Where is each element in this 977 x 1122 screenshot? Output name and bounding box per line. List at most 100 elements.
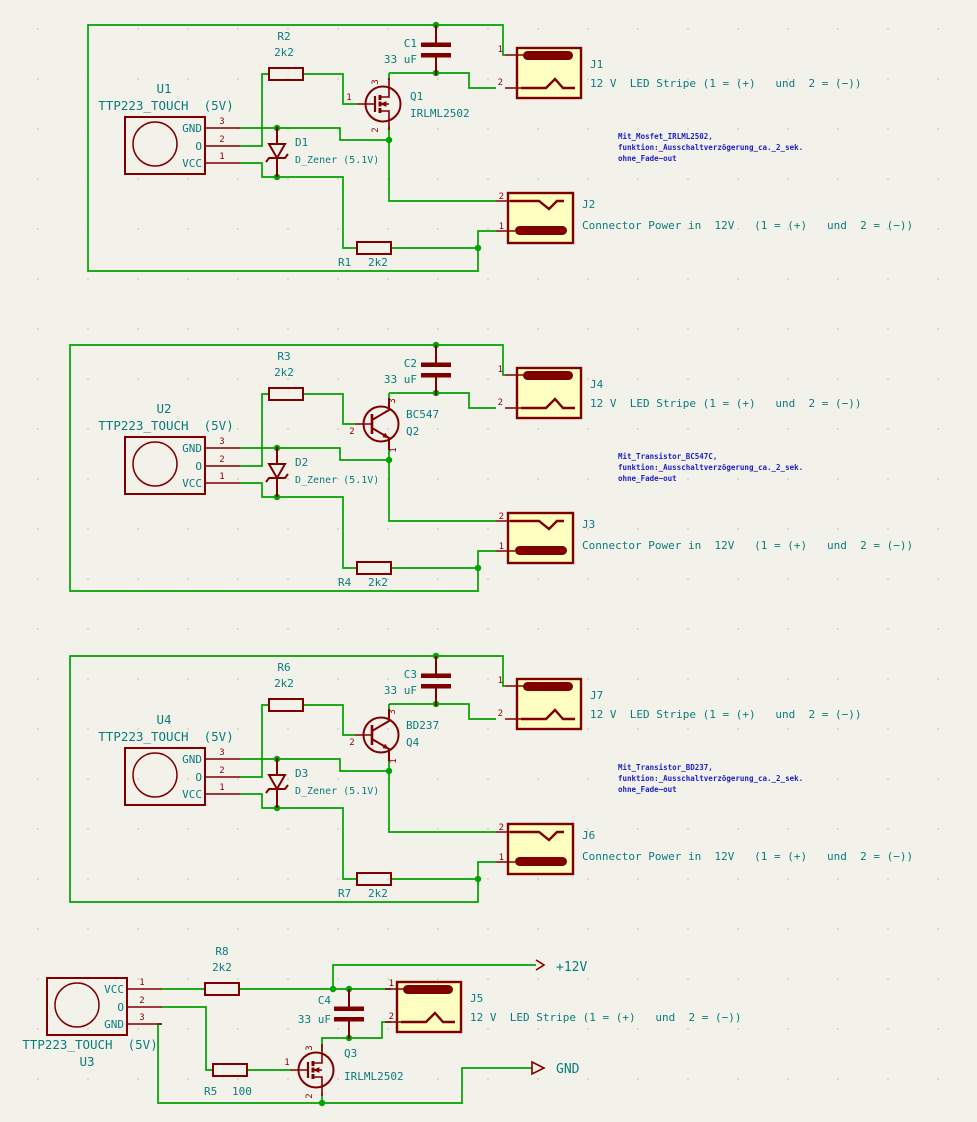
- pin-number: 3: [388, 398, 398, 403]
- wire[interactable]: [87, 24, 505, 272]
- capacitor-ref: C4: [318, 994, 332, 1007]
- connector-desc[interactable]: 12 V LED Stripe (1 = (+) und 2 = (−)): [470, 1011, 742, 1024]
- resistor-value: 2k2: [212, 961, 232, 974]
- circuit-2-bc547: U2 TTP223_TOUCH (5V) 3 2 1 GND O VCC R3 …: [69, 341, 913, 592]
- transistor-ref: Q4: [406, 736, 420, 749]
- wire[interactable]: [69, 344, 505, 592]
- pin-number: 2: [499, 823, 504, 833]
- pin-number: 3: [219, 437, 224, 447]
- ic-ref: U2: [156, 401, 171, 416]
- pin-number: 1: [498, 676, 503, 686]
- connector-J5[interactable]: [383, 980, 463, 1034]
- connector-desc[interactable]: Connector Power in 12V (1 = (+) und 2 = …: [582, 539, 913, 552]
- connector-desc[interactable]: 12 V LED Stripe (1 = (+) und 2 = (−)): [590, 77, 862, 90]
- mosfet-Q3[interactable]: [288, 1042, 335, 1098]
- pin-name: O: [195, 140, 202, 153]
- pin-name: O: [195, 771, 202, 784]
- resistor-R3[interactable]: [268, 387, 304, 401]
- pin-number: 3: [219, 748, 224, 758]
- connector-J4[interactable]: [503, 366, 583, 420]
- capacitor-value: 33 uF: [384, 373, 417, 386]
- power-label-12v[interactable]: +12V: [556, 960, 587, 975]
- note-text[interactable]: funktion:_Ausschaltverzögerung_ca._2_sek…: [618, 463, 803, 472]
- note-text[interactable]: Mit_Transistor_BC547C,: [618, 452, 717, 461]
- connector-desc[interactable]: 12 V LED Stripe (1 = (+) und 2 = (−)): [590, 397, 862, 410]
- junction-dot: [474, 244, 482, 252]
- pin-number: 3: [371, 79, 381, 84]
- capacitor-C3[interactable]: [420, 655, 452, 707]
- note-text[interactable]: funktion:_Ausschaltverzögerung_ca._2_sek…: [618, 143, 803, 152]
- note-text[interactable]: Mit_Transistor_BD237,: [618, 763, 713, 772]
- wire[interactable]: [240, 73, 357, 147]
- wire[interactable]: [240, 482, 478, 569]
- pin-number: 1: [284, 1058, 289, 1068]
- pin-number: 2: [349, 738, 354, 748]
- capacitor-value: 33 uF: [384, 53, 417, 66]
- note-text[interactable]: Mit_Mosfet_IRLML2502,: [618, 132, 713, 141]
- transistor-Q2[interactable]: [353, 396, 400, 452]
- mosfet-Q1[interactable]: [355, 76, 402, 132]
- note-text[interactable]: ohne_Fade−out: [618, 785, 677, 794]
- wire[interactable]: [388, 392, 496, 409]
- pin-number: 1: [389, 447, 399, 452]
- resistor-R1[interactable]: [356, 241, 392, 255]
- wire[interactable]: [240, 704, 355, 778]
- pin-name: VCC: [182, 157, 202, 170]
- diode-value: D_Zener (5.1V): [295, 786, 379, 797]
- resistor-R2[interactable]: [268, 67, 304, 81]
- resistor-ref: R6: [277, 661, 290, 674]
- capacitor-C1[interactable]: [420, 24, 452, 76]
- zener-diode-D3[interactable]: [265, 757, 289, 809]
- note-text[interactable]: ohne_Fade−out: [618, 474, 677, 483]
- capacitor-ref: C1: [404, 37, 417, 50]
- capacitor-C4[interactable]: [333, 988, 365, 1040]
- wire[interactable]: [332, 964, 536, 989]
- connector-J3[interactable]: [494, 511, 575, 565]
- connector-desc[interactable]: Connector Power in 12V (1 = (+) und 2 = …: [582, 219, 913, 232]
- resistor-R8[interactable]: [204, 982, 240, 996]
- resistor-R4[interactable]: [356, 561, 392, 575]
- pin-number: 2: [219, 766, 224, 776]
- connector-ref: J6: [582, 829, 595, 842]
- pin-name: O: [117, 1001, 124, 1014]
- zener-diode-D1[interactable]: [265, 126, 289, 178]
- resistor-ref: R2: [277, 30, 290, 43]
- resistor-ref: R1: [338, 256, 351, 269]
- ic-value: TTP223_TOUCH (5V): [98, 729, 233, 744]
- wire[interactable]: [388, 703, 496, 720]
- connector-J6[interactable]: [494, 822, 575, 876]
- connector-desc[interactable]: Connector Power in 12V (1 = (+) und 2 = …: [582, 850, 913, 863]
- wire[interactable]: [162, 1006, 290, 1071]
- pin-number: 1: [219, 783, 224, 793]
- connector-desc[interactable]: 12 V LED Stripe (1 = (+) und 2 = (−)): [590, 708, 862, 721]
- ic-value: TTP223_TOUCH (5V): [22, 1037, 157, 1052]
- note-text[interactable]: funktion:_Ausschaltverzögerung_ca._2_sek…: [618, 774, 803, 783]
- wire[interactable]: [240, 793, 478, 880]
- resistor-value: 2k2: [368, 576, 388, 589]
- transistor-value: BC547: [406, 408, 439, 421]
- resistor-R7[interactable]: [356, 872, 392, 886]
- capacitor-value: 33 uF: [384, 684, 417, 697]
- junction-dot: [385, 767, 393, 775]
- wire[interactable]: [240, 393, 355, 467]
- capacitor-ref: C3: [404, 668, 417, 681]
- wire[interactable]: [69, 655, 505, 903]
- pin-number: 3: [388, 709, 398, 714]
- capacitor-C2[interactable]: [420, 344, 452, 396]
- zener-diode-D2[interactable]: [265, 446, 289, 498]
- connector-J7[interactable]: [503, 677, 583, 731]
- pin-name: VCC: [182, 788, 202, 801]
- connector-J2[interactable]: [494, 191, 575, 245]
- note-text[interactable]: ohne_Fade−out: [618, 154, 677, 163]
- wire[interactable]: [240, 162, 478, 249]
- resistor-R6[interactable]: [268, 698, 304, 712]
- junction-dot: [318, 1099, 326, 1107]
- resistor-R5[interactable]: [212, 1063, 248, 1077]
- junction-dot: [385, 456, 393, 464]
- junction-dot: [329, 985, 337, 993]
- connector-J1[interactable]: [503, 46, 583, 100]
- transistor-Q4[interactable]: [353, 707, 400, 763]
- power-label-gnd[interactable]: GND: [556, 1062, 580, 1077]
- wire[interactable]: [388, 72, 496, 89]
